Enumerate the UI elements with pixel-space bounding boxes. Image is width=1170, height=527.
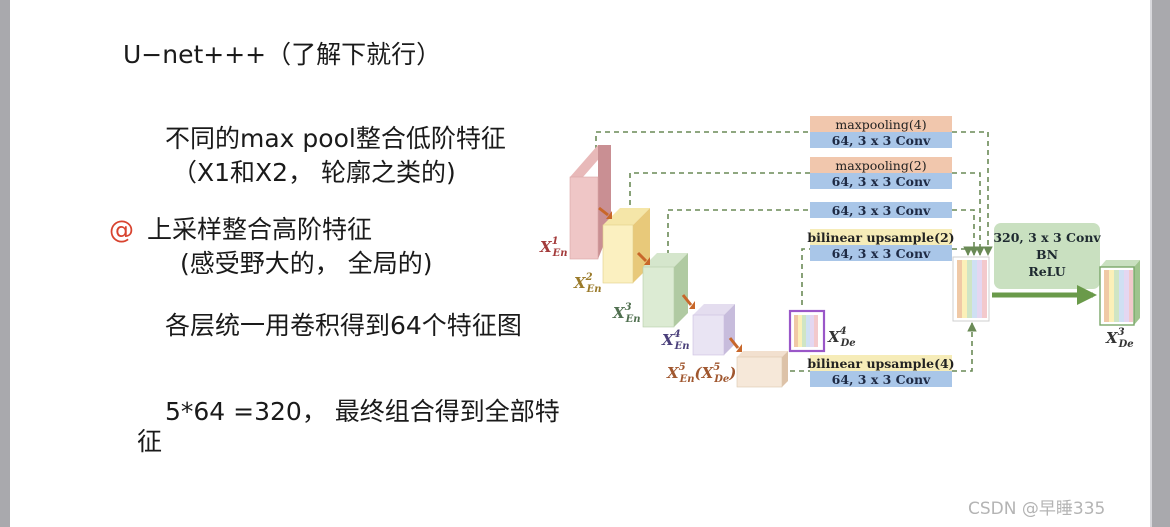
downsample-arrows [598,206,740,349]
concat-block [952,256,990,322]
down-arrow-1 [598,206,609,217]
connector-x4de-end [952,246,973,256]
op-4-conv-label: 64, 3 x 3 Conv [832,246,931,261]
encoder-block-5 [736,351,788,388]
output-block [1099,260,1140,326]
bullet-1-line-2: （X1和X2， 轮廓之类的) [172,158,456,187]
op-5-conv-label: 64, 3 x 3 Conv [832,372,931,387]
down-arrow-2 [636,251,648,263]
op-row-1: maxpooling(4) 64, 3 x 3 Conv [810,116,952,148]
bullet-3: 各层统一用卷积得到64个特征图 [165,311,522,340]
connector-x5-end [952,322,977,372]
down-arrow-3 [681,294,693,306]
fusion-line-2: BN [1036,247,1058,262]
right-edge [1152,0,1170,527]
op-2-conv-label: 64, 3 x 3 Conv [832,174,931,189]
left-edge [0,0,10,527]
op-row-5: bilinear upsample(4) 64, 3 x 3 Conv [807,355,955,387]
op-1-conv-label: 64, 3 x 3 Conv [832,133,931,148]
fusion-line-1: 320, 3 x 3 Conv [993,230,1101,245]
connector-x2-end [952,172,985,256]
bullet-1-line-1: 不同的max pool整合低阶特征 [165,124,506,153]
op-3-conv-label: 64, 3 x 3 Conv [832,203,931,218]
op-1-label: maxpooling(4) [835,117,926,132]
connector-x4de [801,248,810,305]
bullet-2-line-2: (感受野大的， 全局的) [180,249,433,278]
connector-x2 [629,172,810,205]
fusion-line-3: ReLU [1028,264,1065,279]
slide-title: U−net+++（了解下就行） [123,40,442,69]
unet3plus-diagram: maxpooling(4) 64, 3 x 3 Conv maxpooling(… [539,116,1140,388]
at-symbol: @ [109,215,134,244]
op-row-3: 64, 3 x 3 Conv [810,202,952,218]
encoder-block-2 [602,208,650,284]
bullet-4-line-2: 征 [137,427,163,456]
connector-x1 [595,131,810,150]
right-edge-line [1150,0,1152,527]
bullet-4-line-1: 5*64 =320， 最终组合得到全部特 [165,397,560,426]
op-5-label: bilinear upsample(4) [807,356,954,371]
op-2-label: maxpooling(2) [835,158,926,173]
op-row-4: bilinear upsample(2) 64, 3 x 3 Conv [807,229,955,261]
down-arrow-4 [728,337,740,349]
csdn-watermark: CSDN @早睡335 [968,499,1106,519]
connector-x1-end [952,131,993,256]
connector-x3 [667,209,810,255]
encoder-block-4 [692,304,735,356]
bullet-2-line-1: 上采样整合高阶特征 [147,215,373,244]
encoder-block-3 [642,253,688,328]
decoder-block-4 [788,309,826,353]
skip-connectors [595,131,993,372]
op-4-label: bilinear upsample(2) [807,230,954,245]
fusion-box: 320, 3 x 3 Conv BN ReLU [993,223,1101,289]
connector-x3-end [952,209,979,256]
op-row-2: maxpooling(2) 64, 3 x 3 Conv [810,157,952,189]
downsample-arrowheads [606,211,742,352]
